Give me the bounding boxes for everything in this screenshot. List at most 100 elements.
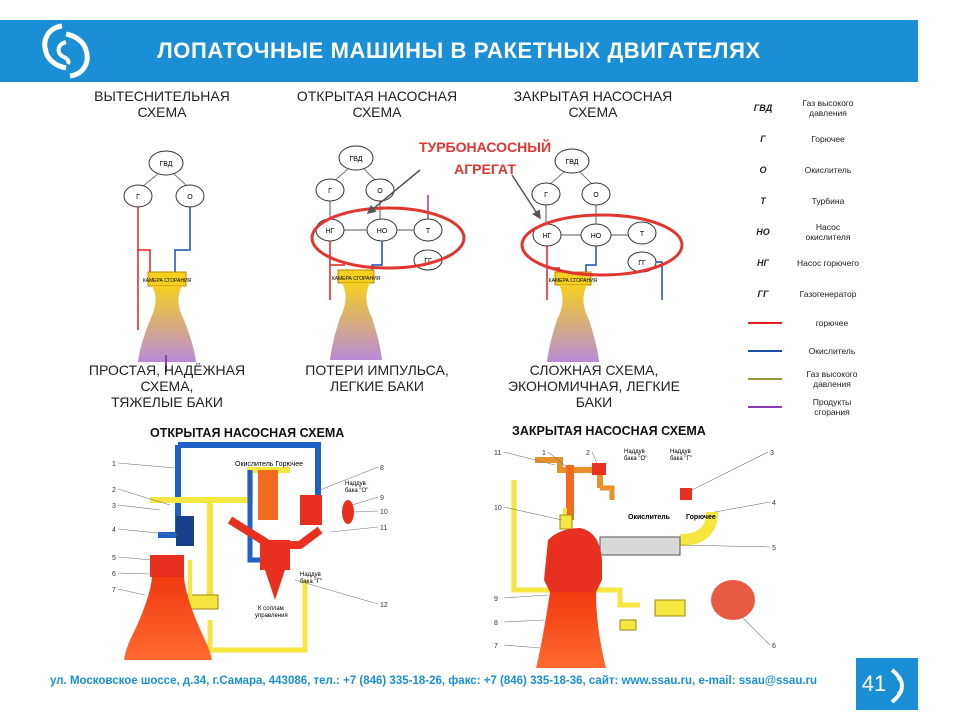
svg-text:Горючее: Горючее [686,514,716,521]
legend-item: ГВД Газ высокого давления [748,92,888,124]
node-o-label: О [187,194,193,201]
legend-desc: Газогенератор [799,289,857,299]
tna-arrow-left [366,169,421,214]
scheme1-desc: ПРОСТАЯ, НАДЁЖНАЯ СХЕМА, ТЯЖЕЛЫЕ БАКИ [88,362,246,410]
node-gvd [148,150,184,176]
legend-line-item: Окислитель [748,337,888,365]
svg-text:НГ: НГ [543,233,552,240]
svg-text:5: 5 [772,545,776,552]
header-bar [0,20,918,82]
page-title: ЛОПАТОЧНЫЕ МАШИНЫ В РАКЕТНЫХ ДВИГАТЕЛЯХ [157,38,761,63]
open-scheme-diagram: Окислитель Горючее Наддув бака "О" Надду… [112,442,388,660]
open-label-ox-fuel: Окислитель Горючее [235,461,303,468]
tna-circle-open [310,206,466,270]
legend-desc: Турбина [811,196,845,206]
svg-text:бака "Г": бака "Г" [670,456,692,462]
scheme2-diagram: ГВД Г О НГ НО Т ГГ КАМЕРА СГОРАНИЯ [310,145,466,360]
legend-code: НГ [756,258,770,268]
fuel-line [137,207,151,330]
logo-mark-icon [890,668,904,704]
svg-text:Окислитель: Окислитель [628,514,671,521]
legend-code: ГВД [753,103,773,113]
svg-text:КАМЕРА СГОРАНИЯ: КАМЕРА СГОРАНИЯ [143,278,192,284]
svg-text:Г: Г [328,188,332,195]
svg-text:КАМЕРА СГОРАНИЯ: КАМЕРА СГОРАНИЯ [549,278,598,284]
legend-desc: Окислитель [804,165,852,175]
svg-text:3: 3 [770,450,774,457]
open-scheme-title: ОТКРЫТАЯ НАСОСНАЯ СХЕМА [150,426,345,440]
svg-text:6: 6 [112,571,116,578]
legend-line-item: Газ высокого давления [748,365,888,393]
svg-text:10: 10 [380,509,388,516]
legend-desc: Газ высокого давления [802,98,854,118]
svg-text:1: 1 [112,461,116,468]
svg-text:ГВД: ГВД [565,159,578,166]
scheme2-title: ОТКРЫТАЯ НАСОСНАЯ СХЕМА [296,88,458,120]
legend-desc: Газ высокого давления [806,369,858,389]
closed-scheme-title: ЗАКРЫТАЯ НАСОСНАЯ СХЕМА [512,424,706,438]
svg-text:управления: управления [255,613,288,619]
nozzle [138,286,196,362]
svg-text:6: 6 [772,643,776,650]
legend-item: Т Турбина [748,185,888,217]
scheme3-title: ЗАКРЫТАЯ НАСОСНАЯ СХЕМА [513,88,673,120]
node-gvd-label: ГВД [159,161,172,168]
legend-code: О [759,165,767,175]
svg-text:ГГ: ГГ [638,260,646,267]
svg-text:ГВД: ГВД [349,156,362,163]
svg-text:бака "Г": бака "Г" [300,579,322,585]
closed-scheme-diagram: Наддув бака "О" Наддув бака "Г" Окислите… [494,449,776,668]
svg-text:КАМЕРА СГОРАНИЯ: КАМЕРА СГОРАНИЯ [332,276,381,282]
svg-text:О: О [377,188,383,195]
oxidizer-line [174,207,191,272]
legend-desc: горючее [815,318,849,328]
page-number-box [856,658,918,710]
tna-label: ТУРБОНАСОСНЫЙ АГРЕГАТ [418,139,552,177]
svg-text:12: 12 [380,602,388,609]
svg-text:Наддув: Наддув [670,449,691,455]
svg-text:7: 7 [494,643,498,650]
tna-circle-closed [520,213,684,277]
svg-text:11: 11 [494,450,501,457]
tna-arrow-right [511,174,541,220]
svg-text:ГГ: ГГ [424,258,432,265]
legend-line-item: Продукты сгорания [748,393,888,421]
svg-text:3: 3 [112,503,116,510]
svg-text:НО: НО [377,228,388,235]
page-number: 41 [861,671,887,696]
svg-text:Т: Т [640,231,645,238]
university-logo-icon [42,23,90,79]
legend-desc: Окислитель [808,346,856,356]
svg-text:11: 11 [380,525,387,532]
scheme1-diagram: ГВД Г О КАМЕРА СГОРАНИЯ [123,150,205,372]
legend-code: Т [760,196,766,206]
footer-contacts: ул. Московское шоссе, д.34, г.Самара, 44… [50,675,818,687]
svg-text:9: 9 [380,495,384,502]
svg-text:8: 8 [494,620,498,627]
legend-desc: Насос окислителя [805,222,851,242]
node-g-label: Г [136,194,140,201]
svg-text:2: 2 [586,450,590,457]
svg-text:4: 4 [772,500,776,507]
svg-text:8: 8 [380,465,384,472]
legend-desc: Горючее [811,134,845,144]
svg-text:НО: НО [591,233,602,240]
svg-text:НГ: НГ [326,228,335,235]
legend-line-swatch [748,322,782,324]
svg-text:бака "О": бака "О" [624,456,647,462]
svg-text:4: 4 [112,527,116,534]
scheme1-title: ВЫТЕСНИТЕЛЬНАЯ СХЕМА [94,88,230,120]
scheme2-desc: ПОТЕРИ ИМПУЛЬСА, ЛЕГКИЕ БАКИ [305,362,449,394]
legend-line-swatch [748,350,782,352]
svg-text:бака "О": бака "О" [345,488,368,494]
legend-desc: Продукты сгорания [812,397,852,417]
scheme3-desc: СЛОЖНАЯ СХЕМА, ЭКОНОМИЧНАЯ, ЛЕГКИЕ БАКИ [507,362,680,410]
legend-item: О Окислитель [748,154,888,186]
